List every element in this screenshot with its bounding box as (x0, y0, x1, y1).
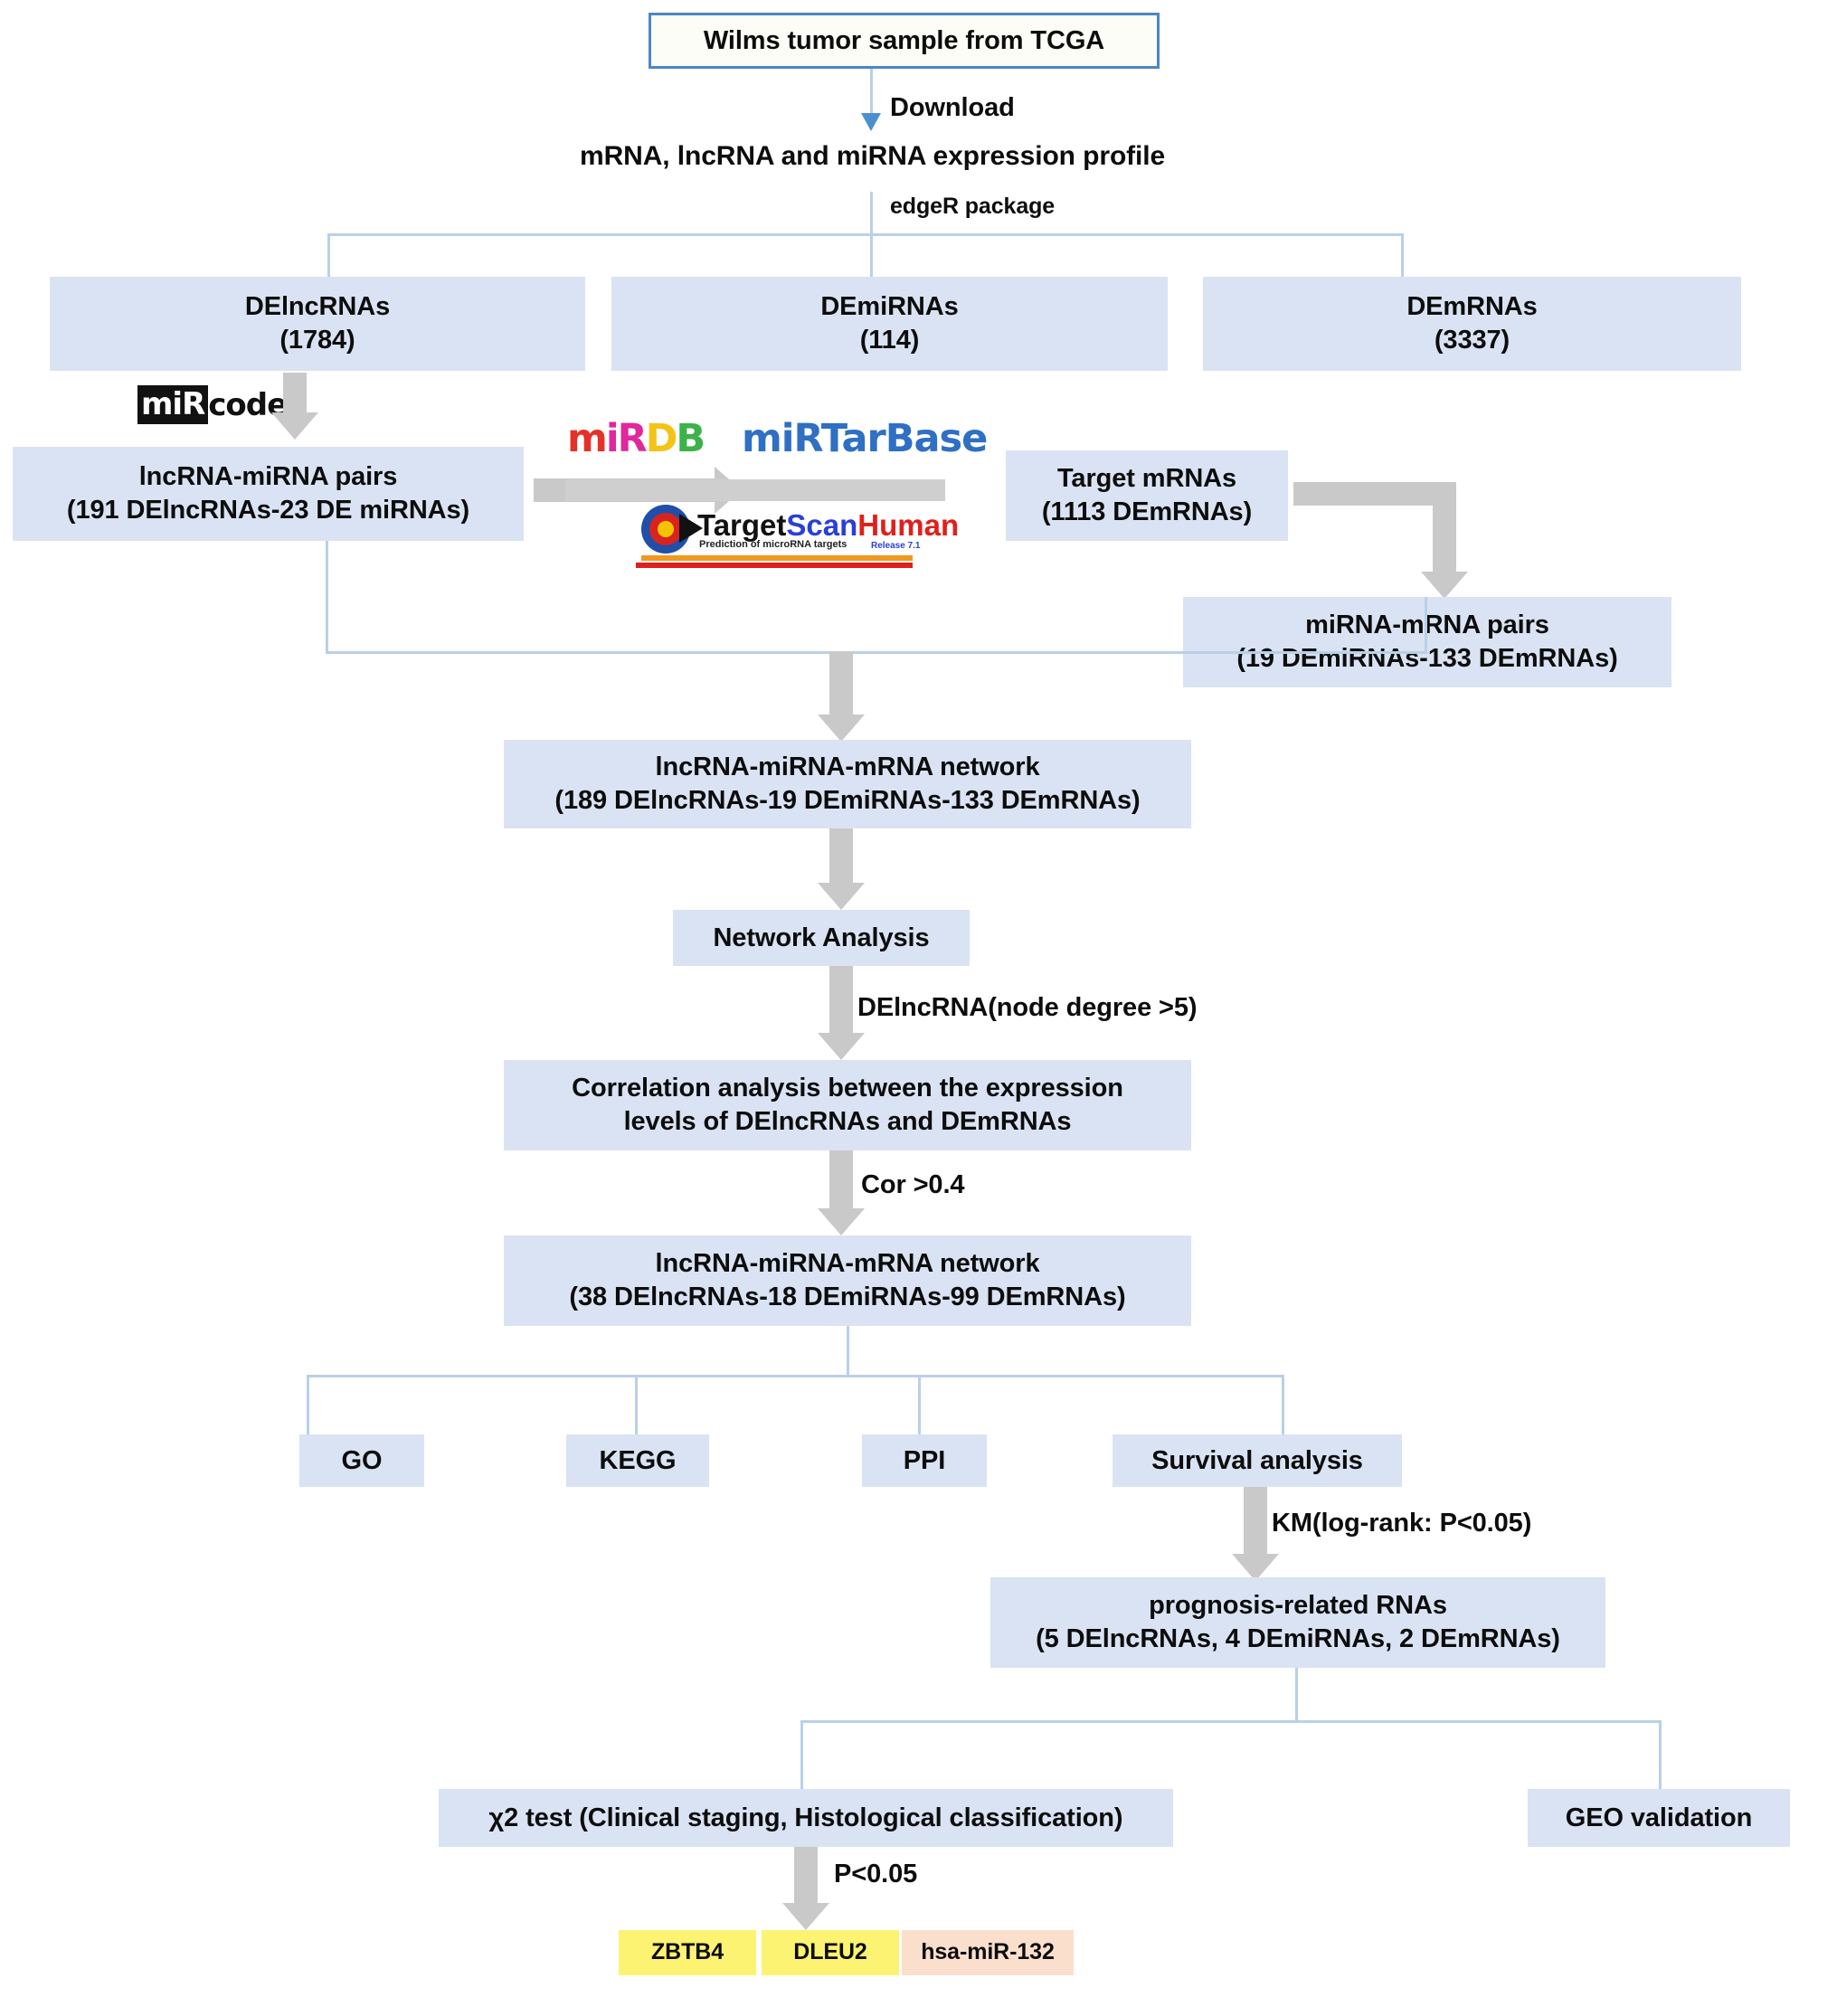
connector-de-right-drop (1401, 233, 1404, 277)
targetscan-subtitle: Prediction of microRNA targets (699, 539, 847, 550)
node-lncrna-mirna-pairs-line2: (191 DElncRNAs-23 DE miRNAs) (66, 496, 470, 525)
node-network-2-line1: lncRNA-miRNA-mRNA network (655, 1249, 1040, 1279)
arrow-merge-to-network1 (818, 651, 865, 742)
edge-label-cor: Cor >0.4 (861, 1170, 965, 1199)
connector-geo-drop (1659, 1720, 1662, 1791)
node-demirnas-line1: DEmiRNAs (820, 292, 959, 322)
node-kegg-label: KEGG (599, 1445, 677, 1475)
node-network-1-line2: (189 DElncRNAs-19 DEmiRNAs-133 DEmRNAs) (554, 786, 1141, 815)
connector-analysis-bus (307, 1375, 1284, 1377)
edge-label-download: Download (890, 93, 1015, 122)
mirdb-logo: miRDB (567, 416, 705, 461)
node-prognosis-line2: (5 DElncRNAs, 4 DEmiRNAs, 2 DEmRNAs) (1036, 1624, 1560, 1653)
targetscan-release: Release 7.1 (871, 541, 921, 551)
connector-go-drop (307, 1375, 309, 1434)
connector-network2-stem (847, 1326, 849, 1377)
node-ppi[interactable]: PPI (862, 1434, 987, 1487)
connector-prognosis-stem (1295, 1668, 1298, 1722)
node-mirna-mrna-pairs-line1: miRNA-mRNA pairs (1305, 610, 1549, 640)
node-kegg[interactable]: KEGG (566, 1434, 709, 1487)
node-go-label: GO (341, 1445, 383, 1475)
targetscan-word-target: Target (697, 508, 787, 542)
node-source-label: Wilms tumor sample from TCGA (703, 25, 1105, 55)
node-target-mrnas-line1: Target mRNAs (1056, 464, 1237, 494)
targetscan-word-human: Human (857, 508, 960, 542)
node-network-analysis-label: Network Analysis (713, 923, 930, 952)
connector-ppi-drop (918, 1375, 921, 1434)
node-network-1[interactable]: lncRNA-miRNA-mRNA network (189 DElncRNAs… (504, 740, 1191, 828)
connector-de-mid-drop (870, 233, 873, 277)
connector-profile-stem (870, 192, 873, 235)
node-delncrnas-line2: (1784) (279, 326, 355, 355)
node-result-hsa-mir-132-label: hsa-miR-132 (921, 1939, 1055, 1965)
node-ppi-label: PPI (903, 1445, 946, 1475)
mirtarbase-logo: miRTarBase (742, 416, 988, 461)
node-survival-analysis-label: Survival analysis (1151, 1445, 1363, 1475)
node-profile: mRNA, lncRNA and miRNA expression profil… (580, 141, 1166, 171)
arrow-network1-to-analysis (818, 828, 865, 910)
node-correlation-analysis-line2: levels of DElncRNAs and DEmRNAs (623, 1107, 1072, 1136)
node-target-mrnas[interactable]: Target mRNAs (1113 DEmRNAs) (1006, 450, 1288, 541)
edge-label-pvalue: P<0.05 (834, 1860, 918, 1888)
arrow-delncrnas-to-pairs (271, 373, 318, 440)
connector-chi2-drop (800, 1720, 803, 1791)
node-prognosis-related-rnas[interactable]: prognosis-related RNAs (5 DElncRNAs, 4 D… (990, 1577, 1605, 1668)
node-network-analysis[interactable]: Network Analysis (673, 910, 970, 966)
connector-mimpairs-down (1425, 597, 1427, 653)
node-result-hsa-mir-132[interactable]: hsa-miR-132 (902, 1930, 1074, 1975)
node-result-dleu2-label: DLEU2 (793, 1939, 867, 1965)
targetscanhuman-logo: TargetScanHuman Prediction of microRNA t… (565, 479, 959, 579)
node-geo-validation[interactable]: GEO validation (1528, 1789, 1790, 1847)
connector-source-profile (870, 69, 873, 119)
arrow-target-to-mi-m-pairs (1293, 470, 1501, 615)
arrowhead-source-profile (861, 113, 881, 131)
node-lncrna-mirna-pairs[interactable]: lncRNA-miRNA pairs (191 DElncRNAs-23 DE … (13, 447, 524, 541)
node-delncrnas[interactable]: DElncRNAs (1784) (50, 277, 585, 371)
node-result-zbtb4[interactable]: ZBTB4 (619, 1930, 756, 1975)
mircode-logo-boxed: miR (137, 385, 209, 424)
connector-merge-bus (326, 651, 1427, 654)
arrow-chi2-to-results (782, 1847, 829, 1930)
node-mirna-mrna-pairs-line2: (19 DEmiRNAs-133 DEmRNAs) (1236, 644, 1618, 673)
node-geo-validation-label: GEO validation (1565, 1803, 1753, 1832)
node-network-2[interactable]: lncRNA-miRNA-mRNA network (38 DElncRNAs-… (504, 1235, 1191, 1326)
node-prognosis-line1: prognosis-related RNAs (1149, 1591, 1447, 1621)
node-demrnas-line2: (3337) (1434, 326, 1510, 355)
node-demirnas-line2: (114) (859, 326, 920, 355)
node-mirna-mrna-pairs[interactable]: miRNA-mRNA pairs (19 DEmiRNAs-133 DEmRNA… (1183, 597, 1671, 687)
connector-de-bus (327, 233, 1404, 236)
node-result-zbtb4-label: ZBTB4 (650, 1939, 724, 1965)
node-network-1-line1: lncRNA-miRNA-mRNA network (655, 752, 1040, 782)
connector-kegg-drop (635, 1375, 638, 1434)
connector-de-left-drop (327, 233, 330, 277)
node-result-dleu2[interactable]: DLEU2 (762, 1930, 899, 1975)
node-source[interactable]: Wilms tumor sample from TCGA (649, 13, 1160, 69)
node-lncrna-mirna-pairs-line1: lncRNA-miRNA pairs (138, 462, 398, 492)
node-chi2-test-label: χ2 test (Clinical staging, Histological … (488, 1803, 1123, 1832)
targetscan-word-scan: Scan (786, 508, 858, 542)
node-go[interactable]: GO (299, 1434, 424, 1487)
arrow-survival-to-prognosis (1232, 1487, 1279, 1581)
node-delncrnas-line1: DElncRNAs (244, 292, 391, 322)
node-chi2-test[interactable]: χ2 test (Clinical staging, Histological … (439, 1789, 1173, 1847)
arrow-correlation-to-network2 (818, 1150, 865, 1235)
node-target-mrnas-line2: (1113 DEmRNAs) (1041, 497, 1253, 526)
node-correlation-analysis[interactable]: Correlation analysis between the express… (504, 1060, 1191, 1150)
connector-survival-drop (1282, 1375, 1284, 1434)
node-demrnas-line1: DEmRNAs (1406, 292, 1538, 322)
connector-lncpairs-down (326, 541, 328, 653)
edge-label-node-degree: DElncRNA(node degree >5) (857, 993, 1198, 1022)
edge-label-km: KM(log-rank: P<0.05) (1272, 1509, 1532, 1538)
arrow-analysis-to-correlation (818, 966, 865, 1060)
node-correlation-analysis-line1: Correlation analysis between the express… (572, 1074, 1123, 1103)
node-survival-analysis[interactable]: Survival analysis (1113, 1434, 1402, 1487)
connector-validation-bus (800, 1720, 1662, 1723)
node-demirnas[interactable]: DEmiRNAs (114) (611, 277, 1168, 371)
edge-label-edger: edgeR package (890, 194, 1056, 219)
node-network-2-line2: (38 DElncRNAs-18 DEmiRNAs-99 DEmRNAs) (569, 1282, 1126, 1311)
node-demrnas[interactable]: DEmRNAs (3337) (1203, 277, 1741, 371)
